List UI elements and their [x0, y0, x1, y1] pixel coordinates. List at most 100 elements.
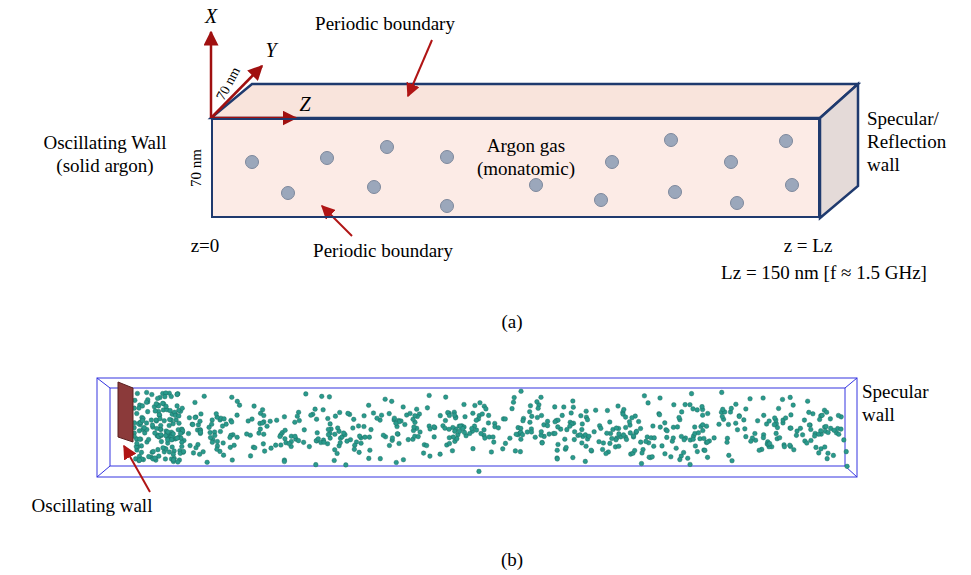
gas-molecule: [401, 405, 406, 410]
gas-molecule: [193, 415, 198, 420]
gas-molecule: [229, 395, 234, 400]
gas-molecule: [553, 420, 558, 425]
gas-molecule: [539, 395, 544, 400]
gas-molecule: [208, 435, 213, 440]
argon-atom: [786, 179, 799, 192]
argon-atom: [246, 156, 259, 169]
gas-molecule: [319, 394, 324, 399]
oscillating-wall-plate: [118, 382, 133, 442]
gas-molecule: [327, 395, 332, 400]
gas-molecule: [484, 407, 489, 412]
gas-molecule: [471, 411, 476, 416]
gas-molecule: [761, 413, 766, 418]
gas-molecule: [345, 439, 350, 444]
gas-molecule: [812, 434, 817, 439]
gas-molecule: [826, 430, 831, 435]
gas-molecule: [167, 417, 172, 422]
gas-molecule: [580, 422, 585, 427]
gas-molecule: [235, 435, 240, 440]
gas-molecule: [414, 407, 419, 412]
gas-domain-box: Argon gas (monatomic): [211, 118, 820, 218]
gas-molecule: [672, 402, 677, 407]
gas-molecule: [681, 450, 686, 455]
gas-molecule: [146, 437, 151, 442]
gas-molecule: [674, 446, 679, 451]
gas-molecule: [719, 390, 724, 395]
gas-molecule: [491, 435, 496, 440]
gas-molecule: [744, 407, 749, 412]
gas-molecule: [486, 413, 491, 418]
gas-molecule: [278, 434, 283, 439]
gas-molecule: [295, 414, 300, 419]
gas-molecule: [351, 417, 356, 422]
gas-molecule: [357, 450, 362, 455]
gas-molecule: [794, 433, 799, 438]
gas-molecule: [627, 420, 632, 425]
gas-molecule: [804, 441, 809, 446]
gas-molecule: [628, 431, 633, 436]
gas-molecule: [214, 412, 219, 417]
gas-molecule: [221, 453, 226, 458]
gas-molecule: [822, 445, 827, 450]
gas-molecule: [193, 400, 198, 405]
gas-molecule: [396, 432, 401, 437]
gas-molecule: [158, 423, 163, 428]
gas-molecule: [791, 447, 796, 452]
gas-molecule: [540, 440, 545, 445]
gas-molecule: [383, 397, 388, 402]
gas-molecule: [307, 444, 312, 449]
gas-molecule: [450, 448, 455, 453]
gas-molecule: [170, 445, 175, 450]
wall-label: Oscillating wall: [32, 495, 153, 518]
gas-molecule: [491, 440, 496, 445]
gas-molecule: [346, 411, 351, 416]
gas-molecule: [316, 437, 321, 442]
gas-molecule: [461, 426, 466, 431]
gas-molecule: [154, 426, 159, 431]
gas-molecule: [735, 427, 740, 432]
gas-molecule: [705, 455, 710, 460]
gas-molecule: [153, 409, 158, 414]
gas-molecule: [597, 439, 602, 444]
gas-molecule: [205, 460, 210, 465]
gas-molecule: [842, 438, 847, 443]
gas-molecule: [261, 413, 266, 418]
gas-molecule: [832, 428, 837, 433]
gas-molecule: [215, 447, 220, 452]
gas-molecule: [617, 432, 622, 437]
gas-molecule: [337, 410, 342, 415]
gas-molecule: [218, 429, 223, 434]
gas-molecule: [381, 433, 386, 438]
gas-molecule: [135, 391, 140, 396]
gas-molecule: [589, 448, 594, 453]
gas-molecule: [564, 445, 569, 450]
wall-label: Specular/ Reflection wall: [867, 108, 967, 176]
gas-molecule: [230, 458, 235, 463]
gas-molecule: [387, 411, 392, 416]
x-axis: [210, 32, 213, 118]
gas-molecule: [824, 410, 829, 415]
gas-molecule: [486, 421, 491, 426]
gas-molecule: [836, 413, 841, 418]
gas-molecule: [166, 430, 171, 435]
gas-molecule: [831, 453, 836, 458]
gas-molecule: [252, 404, 257, 409]
gas-molecule: [535, 415, 540, 420]
gas-molecule: [688, 462, 693, 467]
gas-molecule: [156, 447, 161, 452]
gas-molecule: [638, 440, 643, 445]
gas-molecule: [555, 457, 560, 462]
gas-molecule: [545, 423, 550, 428]
argon-atom: [321, 152, 334, 165]
gas-molecule: [232, 443, 237, 448]
gas-molecule: [260, 421, 265, 426]
gas-molecule: [248, 454, 253, 459]
gas-molecule: [180, 406, 185, 411]
gas-molecule: [149, 418, 154, 423]
gas-molecule: [777, 435, 782, 440]
gas-molecule: [181, 449, 186, 454]
gas-molecule: [333, 414, 338, 419]
gas-molecule: [413, 413, 418, 418]
gas-molecule: [314, 417, 319, 422]
